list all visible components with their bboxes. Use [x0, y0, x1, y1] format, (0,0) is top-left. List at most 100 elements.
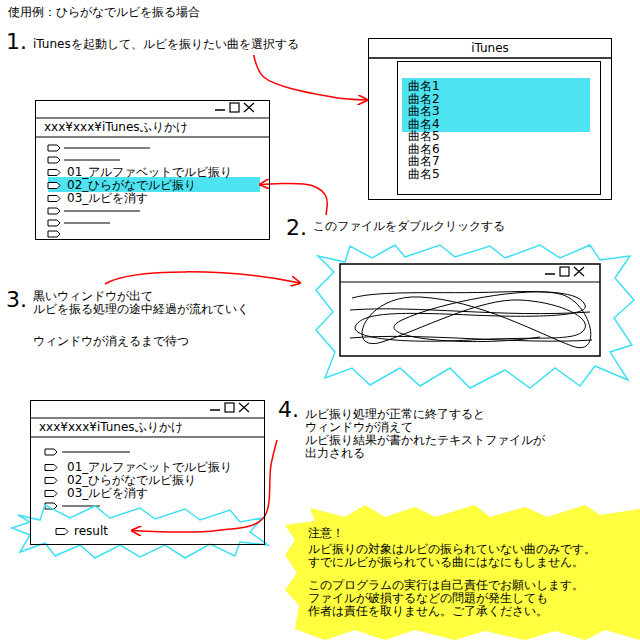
maximize-button: [560, 267, 569, 276]
folder-icon: [48, 145, 60, 151]
folder-icon: [48, 157, 60, 163]
path-rule: [30, 436, 265, 437]
title-rule: [340, 281, 600, 282]
step-description: ウィンドウが消えるまで待つ: [33, 335, 263, 348]
connector-arrow: [254, 55, 367, 100]
file-name: 01_アルファベットでルビ振り: [64, 166, 235, 179]
step-number: 1.: [6, 30, 27, 54]
song-title: 曲名3: [408, 105, 440, 118]
selection-highlight: [402, 78, 590, 132]
folder-icon: [48, 183, 60, 189]
step-body: ルビ振り処理が正常に終了すると ウィンドウが消えて ルビ振り結果が書かれたテキス…: [305, 398, 560, 460]
minimize-button: [215, 109, 225, 111]
pointer-arrow: [105, 272, 300, 284]
console-output-scribble: [350, 309, 592, 341]
step-description: ルビ振り処理が正常に終了すると ウィンドウが消えて ルビ振り結果が書かれたテキス…: [305, 408, 560, 460]
folder-path: xxx¥xxx¥iTunesふりかけ: [39, 421, 183, 434]
title-rule: [30, 417, 265, 418]
console-window: [340, 264, 600, 356]
folder-icon: [56, 529, 68, 535]
note-burst-shape: [285, 505, 640, 640]
selection-highlight: [48, 177, 260, 192]
step-number: 3.: [6, 288, 27, 312]
song-title: 曲名5: [408, 130, 440, 143]
folder-icon: [48, 196, 60, 202]
step-number-box: 2.: [286, 216, 307, 240]
folder-icon: [48, 231, 60, 237]
note-text: このプログラムの実行は自己責任でお願いします。 ファイルが破損するなどの問題が発…: [308, 579, 608, 618]
file-item: 01_アルファベットでルビ振り: [64, 165, 259, 178]
step-number: 2.: [286, 216, 307, 240]
file-item: 02_ひらがなでルビ振り: [64, 473, 254, 486]
note-heading: 注意！: [308, 527, 608, 540]
list-pane: 曲名1曲名2曲名3曲名4曲名5曲名6曲名7曲名5: [397, 61, 601, 195]
highlight-burst: [316, 245, 634, 388]
file-name: 03_ルビを消す: [64, 192, 151, 205]
step-body: iTunesを起動して、ルビを振りたい曲を選択する: [33, 30, 299, 51]
window: xxx¥xxx¥iTunesふりかけ 01_アルファベットでルビ振り02_ひらがな…: [30, 400, 265, 545]
folder-icon: [45, 465, 57, 471]
file-item: 01_アルファベットでルビ振り: [64, 460, 254, 473]
folder-icon: [48, 220, 60, 226]
minimize-button: [545, 273, 555, 275]
connector-arrow: [260, 183, 327, 215]
title-rule: [368, 57, 612, 59]
file-item: result: [71, 524, 131, 537]
page-title: 使用例：ひらがなでルビを振る場合: [8, 6, 200, 19]
folder-icon: [45, 449, 57, 455]
maximize-button: [225, 403, 234, 412]
step-number-box: 4.: [278, 398, 299, 422]
note-burst: 注意！ルビ振りの対象はルビの振られていない曲のみです。 すでにルビが振られている…: [285, 505, 640, 640]
window-title: iTunes: [369, 42, 611, 55]
file-name: result: [71, 525, 111, 538]
song-title: 曲名2: [408, 93, 440, 106]
blank-entry: [64, 148, 150, 149]
step-text: 4.ルビ振り処理が正常に終了すると ウィンドウが消えて ルビ振り結果が書かれたテ…: [278, 398, 560, 460]
folder-icon: [45, 478, 57, 484]
step-number-box: 1.: [6, 30, 27, 54]
folder-path: xxx¥xxx¥iTunesふりかけ: [44, 121, 188, 134]
path-rule: [35, 136, 270, 137]
blank-entry: [64, 223, 110, 224]
step-description: このファイルをダブルクリックする: [313, 220, 505, 233]
step-description: 黒いウィンドウが出て ルビを振る処理の途中経過が流れていく: [33, 290, 263, 316]
close-button: [239, 403, 249, 412]
file-item: 03_ルビを消す: [64, 486, 254, 499]
file-name: 01_アルファベットでルビ振り: [64, 461, 235, 474]
step-body: 黒いウィンドウが出て ルビを振る処理の途中経過が流れていくウィンドウが消えるまで…: [33, 288, 263, 348]
step-text: 3.黒いウィンドウが出て ルビを振る処理の途中経過が流れていくウィンドウが消える…: [6, 288, 263, 348]
file-name: 02_ひらがなでルビ振り: [64, 474, 199, 487]
window: iTunes曲名1曲名2曲名3曲名4曲名5曲名6曲名7曲名5: [368, 38, 612, 200]
step-number-box: 3.: [6, 288, 27, 312]
console-output-scribble: [352, 292, 591, 348]
song-title: 曲名1: [408, 80, 440, 93]
file-name: 02_ひらがなでルビ振り: [64, 179, 199, 192]
file-name: 03_ルビを消す: [64, 487, 151, 500]
folder-icon: [48, 208, 60, 214]
maximize-button: [230, 103, 239, 112]
folder-icon: [45, 491, 57, 497]
minimize-button: [210, 409, 220, 411]
step-text: 1. iTunesを起動して、ルビを振りたい曲を選択する: [6, 30, 299, 54]
step-description: iTunesを起動して、ルビを振りたい曲を選択する: [33, 38, 299, 51]
folder-icon: [48, 170, 60, 176]
blank-entry: [64, 160, 120, 161]
close-button: [574, 267, 584, 276]
blank-entry: [62, 452, 130, 453]
step-number: 4.: [278, 398, 299, 422]
step-body: このファイルをダブルクリックする: [313, 216, 505, 233]
song-title: 曲名7: [408, 155, 440, 168]
window: xxx¥xxx¥iTunesふりかけ 01_アルファベットでルビ振り02_ひらがな…: [35, 100, 270, 240]
title-rule: [35, 117, 270, 118]
song-title: 曲名6: [408, 143, 440, 156]
file-item: 03_ルビを消す: [64, 191, 259, 204]
blank-entry: [64, 211, 140, 212]
step-text: 2. このファイルをダブルクリックする: [286, 216, 505, 240]
song-title: 曲名4: [408, 118, 440, 131]
note-burst-fill: [285, 505, 640, 640]
close-button: [244, 103, 254, 112]
song-title: 曲名5: [408, 168, 440, 181]
file-item: 02_ひらがなでルビ振り: [64, 178, 259, 191]
